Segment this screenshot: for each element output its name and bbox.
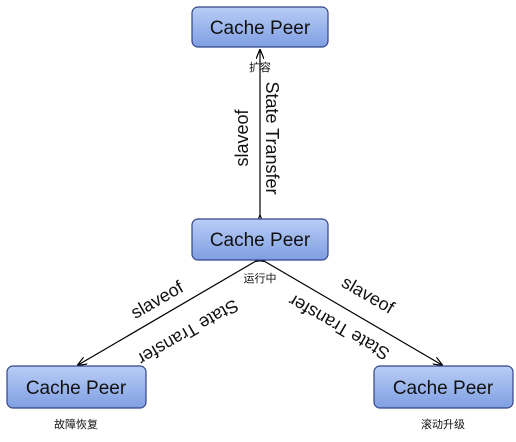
edge-middle-right	[264, 261, 442, 365]
node-middle-caption: 运行中	[244, 272, 277, 285]
edge-label-slaveof-right: slaveof	[338, 272, 398, 318]
edge-label-slaveof-top: slaveof	[232, 108, 252, 166]
node-left: Cache Peer	[6, 365, 147, 409]
node-left-caption: 故障恢复	[54, 417, 98, 431]
node-right: Cache Peer	[373, 365, 514, 409]
node-middle: Cache Peer	[191, 218, 329, 261]
edge-middle-left	[78, 261, 256, 365]
node-top: Cache Peer	[191, 6, 329, 48]
node-left-label: Cache Peer	[26, 378, 127, 399]
node-right-label: Cache Peer	[393, 378, 494, 399]
edge-label-state-transfer-top: State Transfer	[262, 81, 282, 194]
node-top-label: Cache Peer	[210, 18, 311, 39]
node-middle-label: Cache Peer	[210, 230, 311, 251]
node-top-caption: 扩容	[249, 60, 271, 74]
node-right-caption: 滚动升级	[421, 417, 465, 431]
edge-label-slaveof-left: slaveof	[127, 276, 187, 322]
